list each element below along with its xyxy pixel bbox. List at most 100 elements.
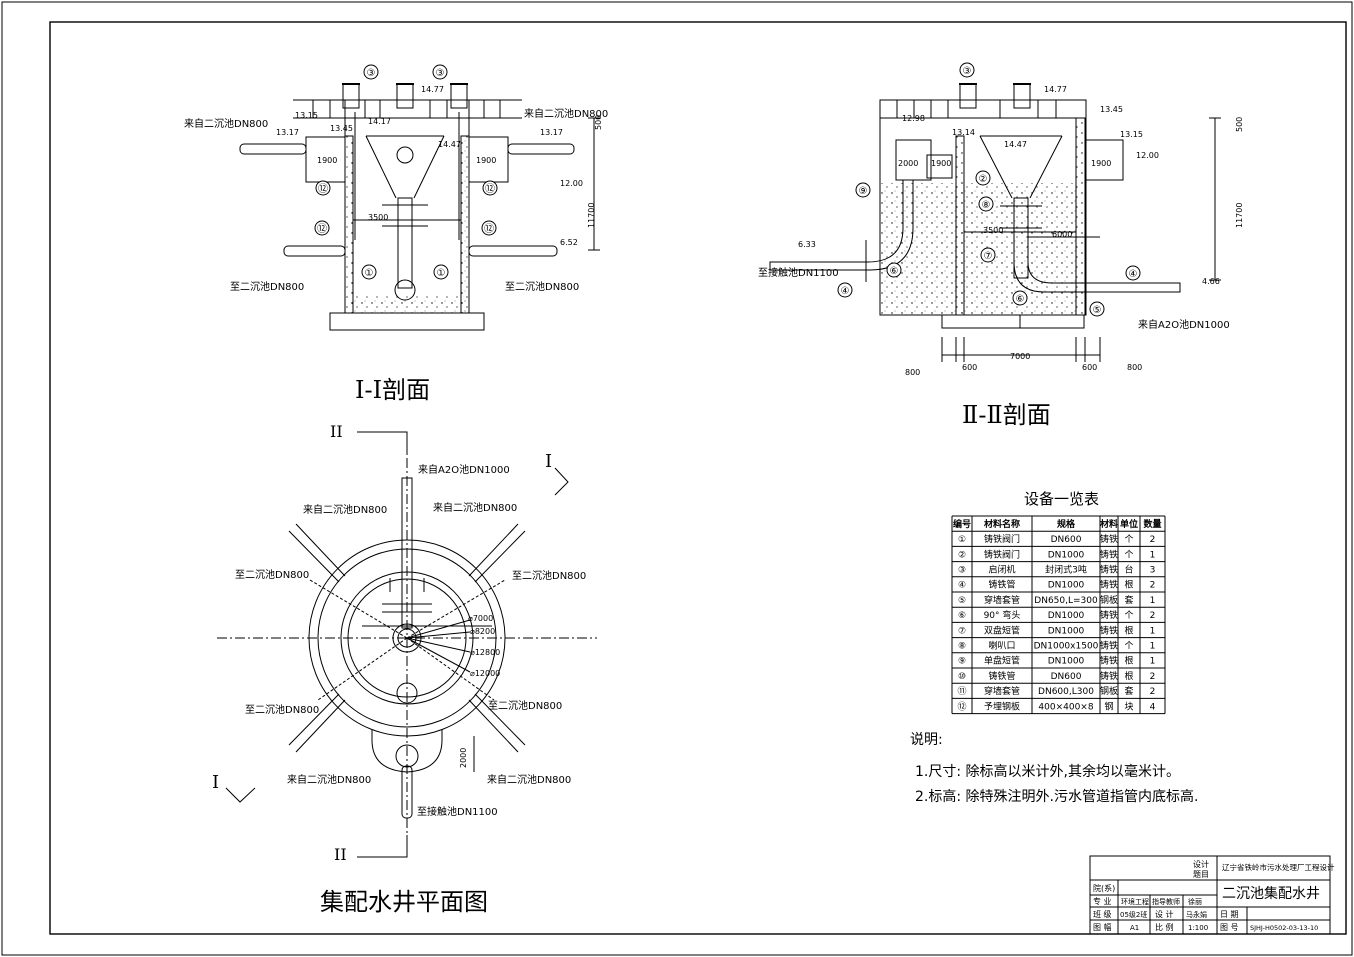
section-2-drawing (769, 83, 1221, 362)
s2-elev: 13.14 (952, 128, 975, 137)
notes-title: 说明: (910, 732, 943, 748)
s1-elev: 14.17 (368, 117, 391, 126)
equipment-header-cell: 单位 (1120, 518, 1138, 530)
plan-inlet-top-label: 来自A2O池DN1000 (418, 463, 510, 476)
callout-5: ⑤ (1089, 301, 1105, 317)
equipment-cell: ⑩ (958, 672, 966, 682)
equipment-cell: 双盘短管 (984, 624, 1020, 636)
svg-text:⑦: ⑦ (984, 251, 993, 262)
tb-major-value: 环境工程 (1121, 897, 1149, 906)
callout-9: ⑨ (855, 182, 871, 198)
tb-designer-label: 设 计 (1155, 909, 1174, 919)
equipment-cell: 钢 (1104, 700, 1113, 712)
equipment-cell: 1 (1150, 642, 1156, 652)
s2-dim: 800 (905, 368, 920, 377)
s1-elev: 13.15 (295, 111, 318, 120)
plan-section-mark-I: I (212, 772, 219, 793)
s2-elev: 6.33 (798, 240, 816, 249)
s1-dim: 1900 (476, 156, 496, 165)
s1-elev: 13.17 (540, 128, 563, 137)
svg-text:③: ③ (436, 68, 445, 79)
s2-elev: 12.98 (902, 114, 925, 123)
equipment-cell: 铸铁管 (988, 670, 1015, 682)
s1-dim: 1900 (317, 156, 337, 165)
equipment-cell: DN600 (1051, 672, 1082, 682)
svg-text:④: ④ (841, 286, 850, 297)
s1-dim: 11700 (587, 203, 596, 228)
s1-elev: 6.52 (560, 238, 578, 247)
equipment-cell: 根 (1124, 655, 1133, 667)
equipment-cell: 2 (1150, 687, 1156, 697)
equipment-cell: DN1000 (1048, 657, 1085, 667)
plan-label-nw: 来自二沉池DN800 (303, 503, 387, 516)
plan-dia: ⌀7000 (468, 614, 493, 623)
title-block-text: 设计 题目 辽宁省铁岭市污水处理厂工程设计 二沉池集配水井 院(系) 专 业 环… (1093, 859, 1335, 932)
equipment-cell: 钢板 (1100, 594, 1118, 606)
tb-size-label: 图 幅 (1093, 922, 1112, 932)
callout-6: ⑥ (1012, 290, 1028, 306)
s2-inlet-label: 来自A2O池DN1000 (1138, 318, 1230, 331)
equipment-cell: 套 (1124, 594, 1133, 606)
tb-dept-label: 院(系) (1093, 883, 1115, 893)
callout-8: ⑧ (978, 196, 994, 212)
s2-dim: 1900 (931, 159, 951, 168)
svg-text:②: ② (979, 174, 988, 185)
equipment-cell: 90° 弯头 (984, 609, 1021, 621)
tb-class-value: 05级2班 (1120, 910, 1147, 919)
note-1: 1.尺寸: 除标高以米计外,其余均以毫米计。 (915, 763, 1180, 780)
equipment-cell: 铸铁管 (988, 579, 1015, 591)
s1-outlet-right-label: 至二沉池DN800 (505, 280, 579, 293)
svg-text:①: ① (365, 268, 374, 279)
equipment-cell: 台 (1124, 564, 1133, 576)
equipment-cell: 铸铁 (1100, 624, 1118, 636)
callout-4: ④ (837, 282, 853, 298)
equipment-cell: 根 (1124, 624, 1133, 636)
svg-text:⑫: ⑫ (485, 183, 495, 195)
equipment-cell: 个 (1124, 610, 1133, 621)
s2-dim: 7000 (1010, 352, 1030, 361)
callout-3: ③ (432, 64, 448, 80)
equipment-cell: DN1000 (1048, 626, 1085, 636)
plan-section-mark-II: II (330, 422, 343, 441)
svg-text:⑨: ⑨ (859, 186, 868, 197)
equipment-cell: 铸铁 (1100, 548, 1118, 560)
svg-text:③: ③ (367, 68, 376, 79)
equipment-cell: 1 (1150, 626, 1156, 636)
equipment-cell: 铸铁 (1100, 579, 1118, 591)
svg-text:⑤: ⑤ (1093, 305, 1102, 316)
svg-text:①: ① (437, 268, 446, 279)
equipment-cell: ⑥ (958, 611, 966, 621)
equipment-cell: DN1000 (1048, 581, 1085, 591)
equipment-cell: 1 (1150, 550, 1156, 560)
equipment-cell: ① (958, 535, 966, 545)
callout-7: ⑦ (980, 247, 996, 263)
s2-dim: 3500 (983, 226, 1003, 235)
callout-12: ⑫ (482, 180, 498, 196)
callout-1: ① (361, 264, 377, 280)
tb-designer-value: 马永娟 (1186, 910, 1207, 919)
svg-text:⑥: ⑥ (890, 266, 899, 277)
s2-dim: 500 (1235, 117, 1244, 132)
tb-design-label: 设计 (1193, 859, 1209, 869)
callout-2: ② (975, 170, 991, 186)
callout-12: ⑫ (314, 220, 330, 236)
s2-elev: 14.77 (1044, 85, 1067, 94)
equipment-cell: 个 (1124, 549, 1133, 560)
equipment-cell: 铸铁 (1100, 564, 1118, 576)
equipment-cell: DN1000x1500 (1034, 642, 1099, 652)
plan-label-wsw: 至二沉池DN800 (245, 703, 319, 716)
tb-class-label: 班 级 (1093, 909, 1112, 919)
s2-title: Ⅱ-Ⅱ剖面 (962, 401, 1051, 429)
s2-dim: 1900 (1091, 159, 1111, 168)
tb-major-label: 专 业 (1093, 896, 1112, 906)
equipment-cell: 喇叭口 (988, 640, 1015, 652)
equipment-cell: 单盘短管 (984, 655, 1020, 667)
equipment-cell: 铸铁 (1100, 533, 1118, 545)
equipment-cell: DN600,L300 (1038, 687, 1094, 697)
s2-elev: 13.45 (1100, 105, 1123, 114)
s2-dim: 6000 (1052, 230, 1072, 239)
equipment-cell: 封闭式3吨 (1045, 564, 1087, 576)
equipment-cell: ④ (958, 581, 966, 591)
equipment-cell: ③ (958, 566, 966, 576)
